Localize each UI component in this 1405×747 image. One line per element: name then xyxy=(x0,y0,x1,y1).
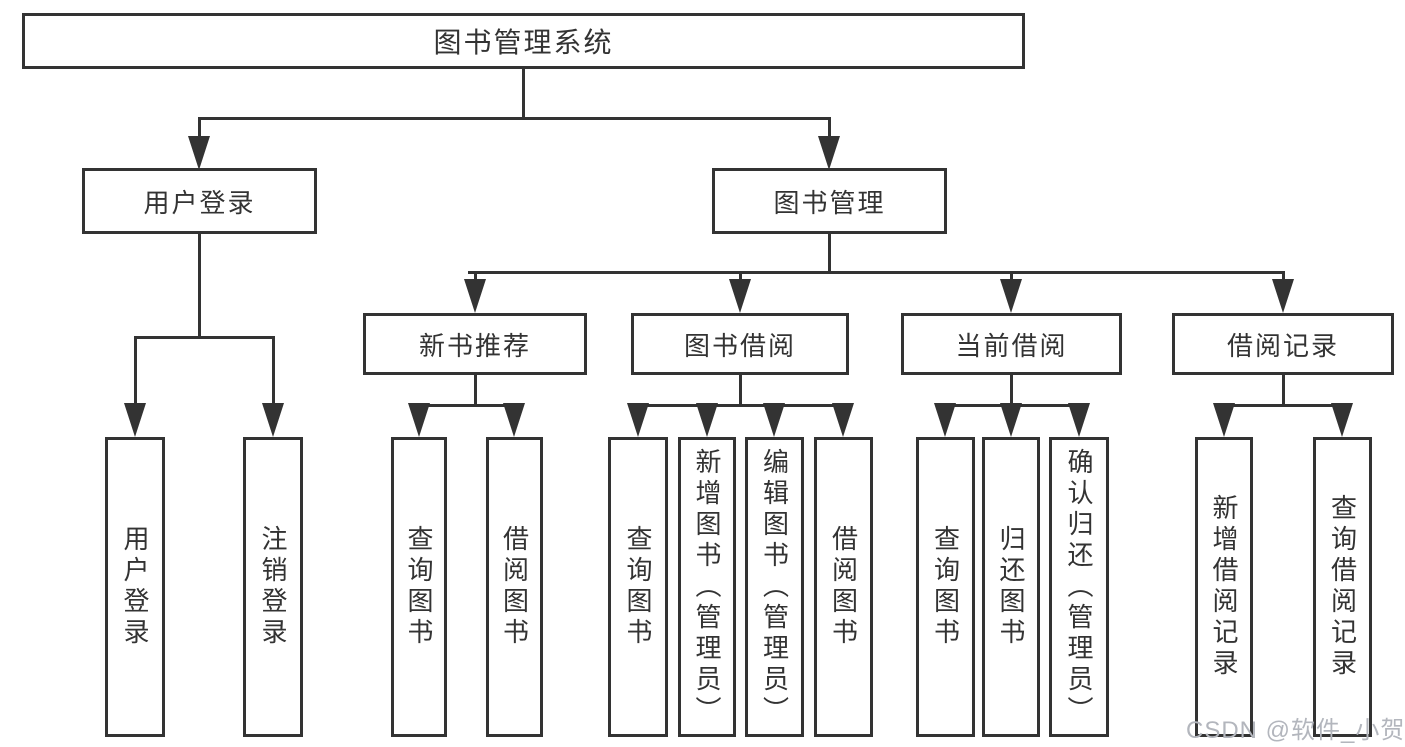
leaf-confirm-return-admin: 确认归还（管理员） xyxy=(1049,437,1109,737)
leaf-add-books-admin: 新增图书（管理员） xyxy=(678,437,736,737)
connector-root-rail xyxy=(198,117,831,120)
connector-borrowing-records-stem xyxy=(1282,374,1285,407)
leaf-edit-books-admin: 编辑图书（管理员） xyxy=(745,437,804,737)
leaf-label: 注销登录 xyxy=(258,525,288,649)
connector-drop-logout-leaf xyxy=(272,336,275,406)
leaf-add-borrow-record: 新增借阅记录 xyxy=(1195,437,1253,737)
connector-new-book-rail xyxy=(418,404,517,407)
node-book-borrowing: 图书借阅 xyxy=(631,313,849,375)
leaf-label: 用户登录 xyxy=(120,525,150,649)
connector-new-book-stem xyxy=(474,374,477,407)
arrowhead-login-leaf xyxy=(124,403,146,437)
leaf-query-borrow-record: 查询借阅记录 xyxy=(1313,437,1372,737)
connector-borrowing-records-rail xyxy=(1223,404,1344,407)
leaf-label: 借阅图书 xyxy=(828,525,859,649)
leaf-label: 归还图书 xyxy=(996,525,1026,649)
leaf-label: 确认归还（管理员） xyxy=(1064,447,1094,727)
connector-drop-user-login xyxy=(198,117,201,141)
node-label: 图书管理 xyxy=(773,187,886,218)
arrowhead-borrowing-records-leaf-2 xyxy=(1331,403,1353,437)
leaf-query-books-current: 查询图书 xyxy=(916,437,975,737)
node-borrowing-records: 借阅记录 xyxy=(1172,313,1394,375)
arrowhead-book-borrowing-leaf-3 xyxy=(763,403,785,437)
arrowhead-book-borrowing-leaf-4 xyxy=(832,403,854,437)
leaf-label: 查询借阅记录 xyxy=(1327,494,1358,680)
node-label: 借阅记录 xyxy=(1226,330,1339,361)
connector-root-stem xyxy=(522,68,525,119)
leaf-logout: 注销登录 xyxy=(243,437,303,737)
arrowhead-new-book xyxy=(464,279,486,313)
leaf-query-books-borrowing: 查询图书 xyxy=(608,437,668,737)
arrowhead-current-borrowing-leaf-1 xyxy=(934,403,956,437)
connector-drop-new-book xyxy=(474,271,477,283)
arrowhead-current-borrowing-leaf-2 xyxy=(1000,403,1022,437)
leaf-user-login: 用户登录 xyxy=(105,437,165,737)
arrowhead-borrowing-records xyxy=(1272,279,1294,313)
connector-book-management-stem xyxy=(828,234,831,274)
leaf-query-books-recommend: 查询图书 xyxy=(391,437,447,737)
arrowhead-new-book-leaf-2 xyxy=(503,403,525,437)
leaf-label: 查询图书 xyxy=(930,525,961,649)
leaf-label: 查询图书 xyxy=(623,525,653,649)
node-book-management: 图书管理 xyxy=(712,168,947,234)
connector-book-management-rail xyxy=(468,271,1284,274)
connector-user-login-rail xyxy=(134,336,275,339)
arrowhead-book-borrowing xyxy=(729,279,751,313)
leaf-label: 新增借阅记录 xyxy=(1209,494,1239,680)
arrowhead-book-borrowing-leaf-1 xyxy=(627,403,649,437)
node-label: 图书借阅 xyxy=(683,330,796,361)
connector-drop-book-management xyxy=(828,117,831,141)
leaf-return-books: 归还图书 xyxy=(982,437,1040,737)
leaf-borrow-books-borrowing: 借阅图书 xyxy=(814,437,873,737)
leaf-borrow-books-recommend: 借阅图书 xyxy=(486,437,543,737)
arrowhead-book-management xyxy=(818,136,840,170)
leaf-label: 新增图书（管理员） xyxy=(692,447,722,727)
arrowhead-current-borrowing xyxy=(1000,279,1022,313)
leaf-label: 借阅图书 xyxy=(499,525,530,649)
node-user-login: 用户登录 xyxy=(82,168,317,234)
connector-book-borrowing-stem xyxy=(739,374,742,407)
node-label: 新书推荐 xyxy=(418,330,531,361)
leaf-label: 编辑图书（管理员） xyxy=(759,447,790,727)
connector-current-borrowing-stem xyxy=(1010,374,1013,407)
connector-drop-borrowing-records xyxy=(1282,271,1285,283)
connector-drop-login-leaf xyxy=(134,336,137,406)
connector-user-login-stem xyxy=(198,234,201,339)
node-library-management-system: 图书管理系统 xyxy=(22,13,1025,69)
arrowhead-new-book-leaf-1 xyxy=(408,403,430,437)
node-current-borrowing: 当前借阅 xyxy=(901,313,1122,375)
node-label: 当前借阅 xyxy=(955,330,1068,361)
connector-drop-book-borrowing xyxy=(739,271,742,283)
node-new-book-recommend: 新书推荐 xyxy=(363,313,587,375)
connector-drop-current-borrowing xyxy=(1010,271,1013,283)
csdn-watermark: CSDN @软件_小贺同学 xyxy=(1186,717,1405,744)
arrowhead-user-login xyxy=(188,136,210,170)
arrowhead-logout-leaf xyxy=(262,403,284,437)
leaf-label: 查询图书 xyxy=(404,525,434,649)
node-label: 用户登录 xyxy=(143,187,256,218)
arrowhead-borrowing-records-leaf-1 xyxy=(1213,403,1235,437)
arrowhead-current-borrowing-leaf-3 xyxy=(1068,403,1090,437)
arrowhead-book-borrowing-leaf-2 xyxy=(696,403,718,437)
node-label: 图书管理系统 xyxy=(433,27,614,58)
connector-book-borrowing-rail xyxy=(637,404,846,407)
